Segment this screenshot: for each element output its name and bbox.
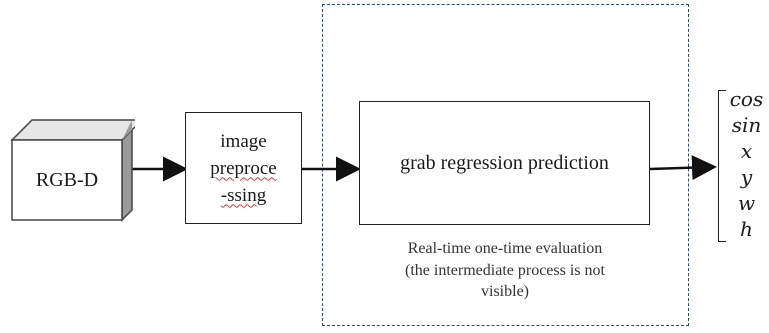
arrow-regression-to-output xyxy=(649,155,717,181)
preprocess-box: image preproce -ssing xyxy=(185,112,302,224)
regression-label: grab regression prediction xyxy=(400,151,609,174)
output-w: w xyxy=(737,191,756,215)
evaluation-note-line-2: (the intermediate process is not xyxy=(405,261,605,279)
output-x: x xyxy=(740,139,753,163)
preprocess-line-3: -ssing xyxy=(220,184,267,206)
output-y: y xyxy=(740,165,753,189)
output-h: h xyxy=(740,217,753,241)
evaluation-note-line-1: Real-time one-time evaluation xyxy=(407,240,603,257)
regression-box: grab regression prediction xyxy=(359,101,650,225)
cube-shape xyxy=(10,119,144,222)
rgbd-input-block: RGB-D xyxy=(10,118,144,228)
output-vector-bracket xyxy=(718,90,726,242)
preprocess-line-1: image xyxy=(220,130,267,152)
output-cos: cos xyxy=(729,87,764,111)
evaluation-note-line-3: visible) xyxy=(481,283,529,301)
evaluation-note: Real-time one-time evaluation (the inter… xyxy=(345,238,665,303)
rgbd-label: RGB-D xyxy=(35,168,99,191)
output-sin: sin xyxy=(731,113,762,137)
output-vector: cos sin x y w h xyxy=(724,86,769,246)
preprocess-line-2: preproce xyxy=(210,157,277,179)
realtime-evaluation-region xyxy=(322,4,689,326)
